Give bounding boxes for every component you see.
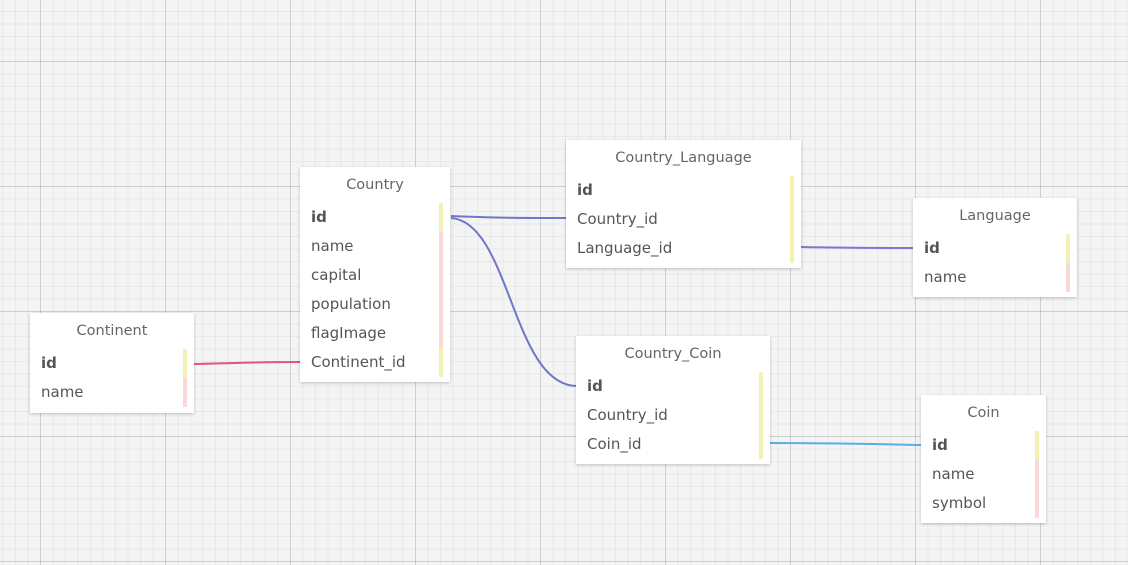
field-row[interactable]: name: [300, 232, 450, 261]
table-title[interactable]: Country_Language: [615, 150, 752, 166]
field-row[interactable]: name: [30, 378, 194, 407]
link-continent-country[interactable]: [193, 361, 301, 365]
link-country-country-language[interactable]: [450, 215, 567, 219]
field-name: id: [932, 436, 948, 454]
field-row[interactable]: flagImage: [300, 319, 450, 348]
field-row[interactable]: name: [921, 460, 1046, 489]
attribute-bar: [1035, 489, 1039, 518]
key-bar: [183, 349, 187, 378]
field-row[interactable]: Coin_id: [576, 430, 770, 459]
field-name: id: [41, 354, 57, 372]
field-row[interactable]: symbol: [921, 489, 1046, 518]
link-country-language-language[interactable]: [800, 246, 914, 249]
key-bar: [759, 372, 763, 401]
field-row[interactable]: id: [576, 372, 770, 401]
field-row[interactable]: id: [566, 176, 801, 205]
attribute-bar: [439, 290, 443, 319]
field-name: capital: [311, 266, 362, 284]
field-row[interactable]: Continent_id: [300, 348, 450, 377]
field-name: Language_id: [577, 239, 673, 257]
field-name: Country_id: [587, 406, 668, 424]
key-bar: [759, 430, 763, 459]
field-name: population: [311, 295, 391, 313]
key-bar: [439, 348, 443, 377]
field-row[interactable]: id: [30, 349, 194, 378]
field-row[interactable]: population: [300, 290, 450, 319]
field-row[interactable]: id: [921, 431, 1046, 460]
table-title[interactable]: Language: [959, 208, 1031, 224]
field-row[interactable]: capital: [300, 261, 450, 290]
key-bar: [790, 234, 794, 263]
table-country[interactable]: Country id name capital population flagI…: [300, 167, 450, 382]
key-bar: [759, 401, 763, 430]
attribute-bar: [1066, 263, 1070, 292]
attribute-bar: [183, 378, 187, 407]
attribute-bar: [439, 319, 443, 348]
field-name: id: [311, 208, 327, 226]
field-row[interactable]: Country_id: [566, 205, 801, 234]
field-name: Continent_id: [311, 353, 406, 371]
attribute-bar: [439, 261, 443, 290]
field-name: id: [924, 239, 940, 257]
field-name: name: [924, 268, 967, 286]
link-country-coin-coin[interactable]: [769, 442, 922, 446]
field-name: id: [577, 181, 593, 199]
field-name: flagImage: [311, 324, 387, 342]
key-bar: [790, 205, 794, 234]
table-continent[interactable]: Continent id name: [30, 313, 194, 413]
table-country-language[interactable]: Country_Language id Country_id Language_…: [566, 140, 801, 268]
attribute-bar: [439, 232, 443, 261]
key-bar: [790, 176, 794, 205]
field-name: symbol: [932, 494, 987, 512]
field-row[interactable]: id: [913, 234, 1077, 263]
field-row[interactable]: Language_id: [566, 234, 801, 263]
table-title[interactable]: Continent: [76, 323, 148, 339]
field-name: Coin_id: [587, 435, 642, 453]
table-title[interactable]: Country: [346, 177, 404, 193]
key-bar: [1035, 431, 1039, 460]
table-language[interactable]: Language id name: [913, 198, 1077, 297]
link-country-country-coin[interactable]: [450, 217, 577, 387]
field-name: id: [587, 377, 603, 395]
field-name: name: [932, 465, 975, 483]
key-bar: [1066, 234, 1070, 263]
table-title[interactable]: Coin: [967, 405, 1000, 421]
key-bar: [439, 203, 443, 232]
field-name: name: [311, 237, 354, 255]
field-row[interactable]: name: [913, 263, 1077, 292]
field-row[interactable]: id: [300, 203, 450, 232]
table-country-coin[interactable]: Country_Coin id Country_id Coin_id: [576, 336, 770, 464]
field-name: Country_id: [577, 210, 658, 228]
field-row[interactable]: Country_id: [576, 401, 770, 430]
table-coin[interactable]: Coin id name symbol: [921, 395, 1046, 523]
table-title[interactable]: Country_Coin: [624, 346, 722, 362]
field-name: name: [41, 383, 84, 401]
attribute-bar: [1035, 460, 1039, 489]
